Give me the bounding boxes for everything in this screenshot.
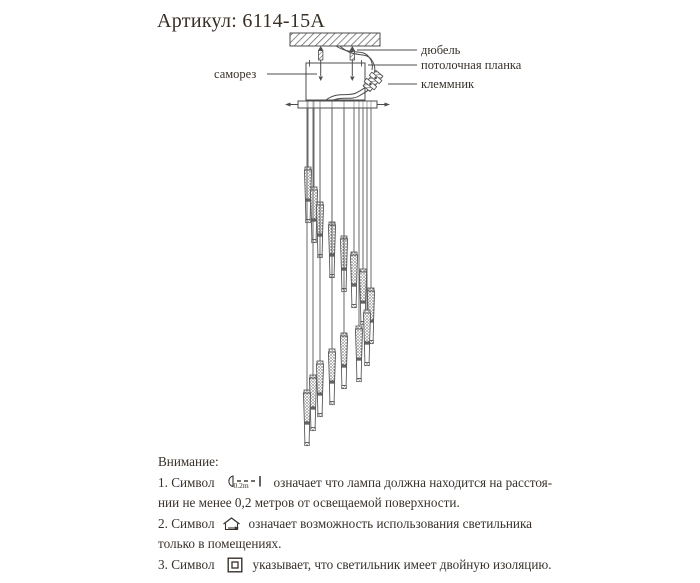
item-3-prefix: 3. Символ (158, 556, 215, 572)
canopy-arrow-left (285, 102, 298, 107)
item-1-prefix: 1. Символ (158, 474, 215, 490)
label-samorez: саморез (214, 67, 257, 81)
pendant-lamp (339, 332, 349, 390)
leader-lines (267, 49, 417, 85)
distance-value: 0.2m (233, 480, 249, 490)
label-planka: потолочная планка (421, 58, 522, 72)
item-2-prefix: 2. Символ (158, 515, 215, 531)
item-3-text: указывает, что светильник имеет двойную … (252, 556, 552, 572)
terminal-block-icon (362, 69, 384, 93)
label-klemmnik: клеммник (421, 77, 475, 91)
pendant-cluster (302, 101, 376, 447)
mounting-plate (305, 60, 366, 101)
item-1-text: означает что лампа должна находится на р… (273, 474, 553, 490)
item-2-text: означает возможность использования свети… (248, 515, 533, 531)
item-2-text-cont: только в помещениях. (158, 536, 282, 551)
pendant-lamp (315, 360, 325, 418)
pendant-lamp (308, 374, 318, 432)
canopy-arrow-right (377, 102, 390, 107)
pendant-lamp (349, 251, 359, 309)
pendant-lamp (358, 268, 368, 326)
item-1-text-cont: нии не менее 0,2 метров от освещаемой по… (158, 495, 460, 510)
indoor-use-icon (221, 516, 242, 532)
warning-item-1: 1. Символ 0.2m означает что лампа должна… (158, 473, 588, 494)
warning-section: Внимание: 1. Символ 0.2m означает что ла… (158, 452, 588, 575)
canopy-bar (297, 100, 378, 109)
warning-heading: Внимание: (158, 454, 219, 469)
pendant-lamp (327, 348, 337, 406)
page-title: Артикул: 6114-15А (157, 10, 326, 32)
pendant-lamp (354, 325, 364, 383)
dowel-screw-icon (349, 46, 355, 81)
warning-item-2: 2. Символ означает возможность использов… (158, 514, 588, 535)
pendant-lamp (302, 389, 312, 447)
pendant-lamp (362, 309, 372, 367)
ceiling-hatch (289, 32, 381, 47)
warning-item-3: 3. Символ указывает, что светильник имее… (158, 555, 588, 576)
lamp-distance-icon: 0.2m (223, 473, 265, 493)
double-insulation-icon (227, 557, 243, 573)
label-dyubel: дюбель (421, 43, 461, 57)
